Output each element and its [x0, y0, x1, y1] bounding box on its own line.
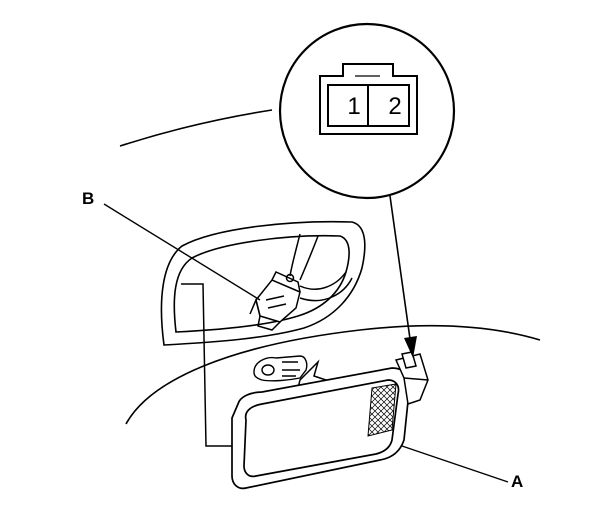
pin-1-label: 1 [347, 93, 360, 120]
callout-b-label: B [82, 189, 94, 208]
leader-line-a [401, 445, 509, 483]
lens-connector-tab [394, 351, 429, 405]
harness-guide-line [181, 283, 232, 447]
leader-line-b [103, 203, 261, 301]
pin-2-label: 2 [388, 93, 401, 120]
harness-connector-b [249, 271, 301, 331]
connector-face [319, 63, 418, 135]
ceiling-light-lens-a [231, 367, 411, 490]
detail-arrow [389, 195, 417, 358]
ceiling-recess [160, 220, 366, 346]
wire-harness [289, 233, 353, 302]
callout-a-label: A [511, 472, 523, 491]
headliner-contour [119, 109, 541, 425]
connector-detail: 1 2 [278, 22, 456, 200]
bulb-icon [253, 355, 308, 382]
